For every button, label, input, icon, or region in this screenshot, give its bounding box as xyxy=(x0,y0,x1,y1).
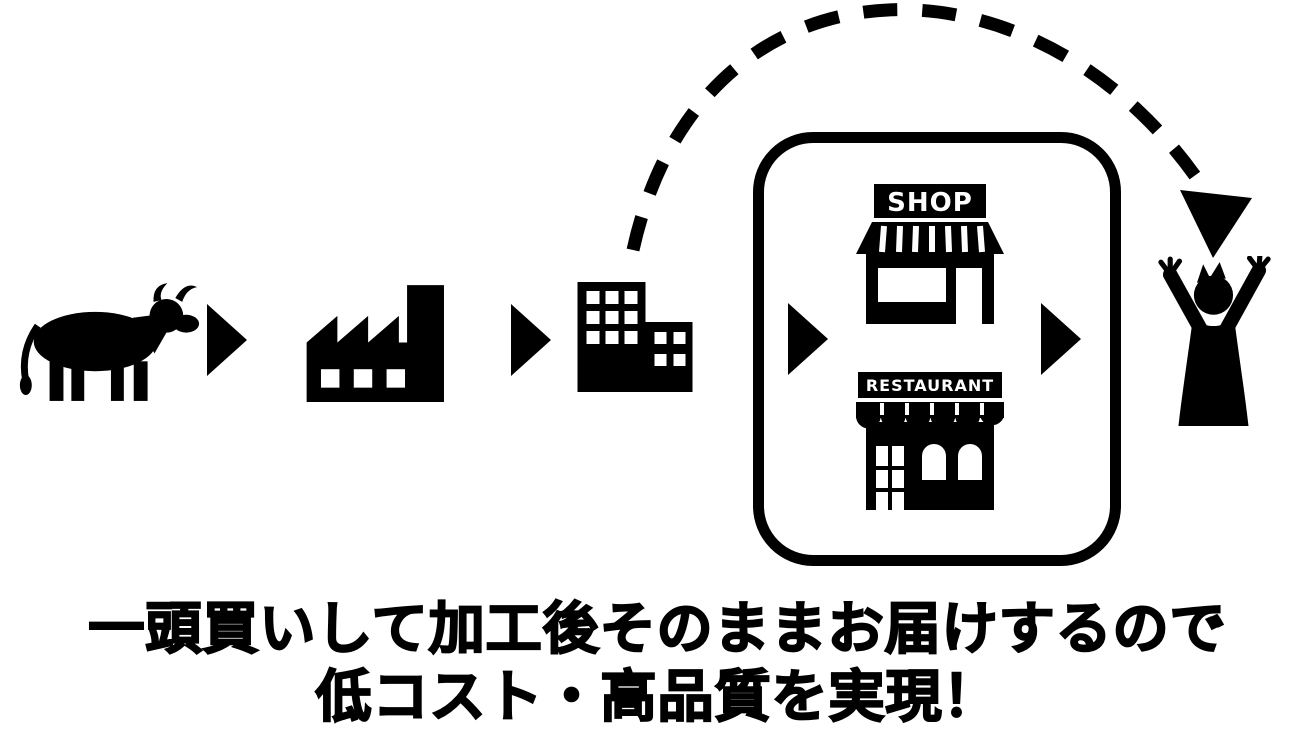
office-buildings-icon xyxy=(577,282,693,392)
shop-sign-label: SHOP xyxy=(887,188,973,218)
shop-storefront-icon: SHOP xyxy=(856,184,1004,324)
cow-icon xyxy=(8,282,206,406)
restaurant-sign-label: RESTAURANT xyxy=(866,376,994,395)
right-arrow-icon xyxy=(1041,303,1081,375)
right-arrow-icon xyxy=(511,304,551,376)
right-arrow-icon xyxy=(207,304,247,376)
factory-icon xyxy=(306,279,461,402)
happy-person-icon xyxy=(1157,256,1272,426)
caption-line-1: 一頭買いして加工後そのままお届けするので xyxy=(87,596,1227,663)
caption: 一頭買いして加工後そのままお届けするので 低コスト・高品質を実現！ xyxy=(0,596,1315,732)
restaurant-storefront-icon: RESTAURANT xyxy=(852,372,1008,510)
caption-line-2: 低コスト・高品質を実現！ xyxy=(315,664,1000,731)
right-arrow-icon xyxy=(788,303,828,375)
